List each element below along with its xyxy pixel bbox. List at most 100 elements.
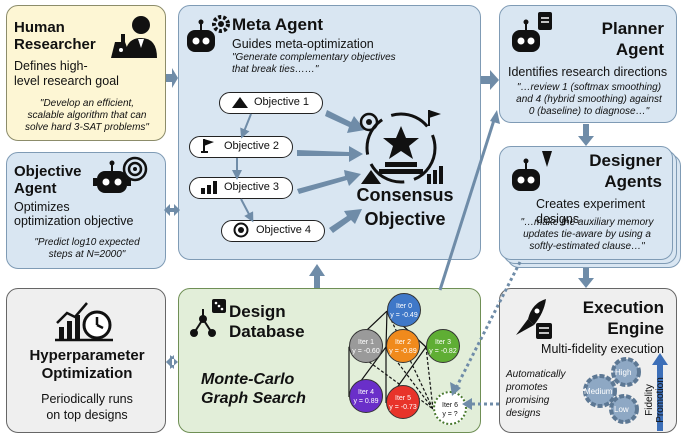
- consensus-line1: Consensus: [356, 185, 454, 205]
- graph-node-value: y = 0.89: [353, 398, 379, 405]
- meta-agent-box: Meta Agent Guides meta-optimization "Gen…: [178, 5, 481, 260]
- human-quote-line2: scalable algorithm that can: [27, 110, 147, 121]
- planner-quote-line1: "…review 1 (softmax smoothing): [516, 82, 662, 93]
- execution-note-line1: Automatically: [506, 369, 566, 380]
- graph-node-5: Iter 5 y = -0.73: [386, 385, 420, 419]
- graph-node-value: y = -0.82: [429, 348, 457, 355]
- human-quote-line1: "Develop an efficient,: [39, 98, 135, 109]
- rocket-server-icon: [516, 299, 552, 339]
- designer-desc: Creates experiment designs: [536, 197, 646, 226]
- objective-agent-title-line1: Objective: [14, 163, 82, 180]
- objective-agent-desc-line2: optimization objective: [14, 214, 134, 228]
- graph-node-name: Iter 3: [435, 339, 451, 346]
- objective-pill-3: Objective 3: [189, 177, 293, 199]
- objective-agent-quote-line1: "Predict log10 expected: [34, 237, 140, 248]
- designer-quote-line2: updates tie-aware by using a: [523, 229, 651, 240]
- consensus-icon: [359, 110, 443, 184]
- graph-node-value: y = -0.49: [390, 312, 418, 319]
- designer-quote-line1: "…make the auxiliary memory: [520, 217, 654, 228]
- flag-icon: [201, 139, 214, 153]
- scientist-icon: [111, 16, 157, 58]
- planner-quote-line3: 0 (baseline) to diagnose…": [528, 106, 650, 117]
- fidelity-axis-label: Fidelity Promotion: [644, 365, 666, 435]
- designer-title-line1: Designer: [589, 151, 662, 170]
- fidelity-arrow: [652, 353, 668, 431]
- chart-clock-icon: [55, 302, 113, 342]
- robot-pen-icon: [512, 151, 552, 191]
- planner-quote-line2: and 4 (hybrid smoothing) against: [516, 94, 662, 105]
- execution-note-line4: designs: [506, 408, 541, 419]
- graph-node-value: y = ?: [442, 411, 458, 418]
- gear-label-high: High: [615, 368, 632, 377]
- execution-note-line2: promotes: [506, 382, 548, 393]
- graph-node-2: Iter 2 y = -0.89: [386, 329, 420, 363]
- designer-agents-box: Designer Agents Creates experiment desig…: [499, 146, 673, 260]
- objective-pill-1: Objective 1: [219, 92, 323, 114]
- objective-agent-title-line2: Agent: [14, 180, 57, 197]
- graph-node-name: Iter 6: [442, 402, 458, 409]
- gear-label-medium: Medium: [584, 387, 613, 396]
- objective-label-1: Objective 1: [254, 96, 310, 108]
- human-quote-line3: solve hard 3-SAT problems": [25, 122, 149, 133]
- meta-quote-line2: that break ties……": [232, 64, 319, 75]
- execution-engine-box: Execution Engine Multi-fidelity executio…: [499, 288, 677, 433]
- design-db-title-line2: Database: [229, 322, 305, 341]
- meta-desc: Guides meta-optimization: [232, 37, 374, 51]
- graph-node-6: Iter 6 y = ?: [433, 391, 467, 425]
- fidelity-axis-line2: Promotion: [655, 377, 666, 423]
- objective-agent-desc-line1: Optimizes: [14, 200, 70, 214]
- graph-node-name: Iter 1: [358, 339, 374, 346]
- planner-title-line1: Planner: [601, 19, 664, 38]
- robot-gear-icon: [187, 15, 230, 52]
- hyper-title-line2: Optimization: [41, 365, 133, 382]
- hyper-title-line1: Hyperparameter: [29, 347, 145, 364]
- graph-node-value: y = -0.60: [352, 348, 380, 355]
- mcgs-line2: Graph Search: [201, 390, 306, 407]
- design-db-title-line1: Design: [229, 302, 286, 321]
- planner-title-line2: Agent: [615, 40, 664, 59]
- graph-node-name: Iter 5: [395, 395, 411, 402]
- consensus-line2: Objective: [364, 209, 446, 229]
- hyperparameter-box: Hyperparameter Optimization Periodically…: [6, 288, 166, 433]
- target-icon: [233, 222, 249, 238]
- execution-note-line3: promising: [506, 395, 550, 406]
- mcgs-line1: Monte-Carlo: [201, 371, 295, 388]
- objective-agent-box: Objective Agent Optimizes optimization o…: [6, 152, 166, 269]
- graph-node-3: Iter 3 y = -0.82: [426, 329, 460, 363]
- fidelity-gears: [583, 357, 641, 424]
- fidelity-axis-line1: Fidelity: [644, 384, 655, 416]
- human-desc-line1: Defines high-: [14, 59, 88, 73]
- robot-clipboard-icon: [512, 12, 552, 52]
- human-researcher-box: Human Researcher Defines high- level res…: [6, 5, 166, 141]
- graph-node-value: y = -0.73: [389, 404, 417, 411]
- human-title-line2: Researcher: [14, 36, 96, 53]
- execution-desc: Multi-fidelity execution: [541, 342, 664, 356]
- hyper-desc-line1: Periodically runs: [41, 392, 133, 406]
- mountain-icon: [232, 97, 248, 108]
- designer-title-line2: Agents: [604, 172, 662, 191]
- objective-agent-quote-line2: steps at N=2000": [48, 249, 126, 260]
- bar-chart-icon: [201, 181, 217, 194]
- execution-title-line2: Engine: [607, 319, 664, 338]
- graph-node-1: Iter 1 y = -0.60: [349, 329, 383, 363]
- designer-quote-line3: softly-estimated clause…": [529, 241, 645, 252]
- network-dice-icon: [190, 299, 226, 337]
- design-database-box: Design Database Monte-Carlo Graph Search…: [178, 288, 481, 433]
- human-desc-line2: level research goal: [14, 74, 119, 88]
- objective-connectors: [232, 110, 365, 233]
- human-title-line1: Human: [14, 19, 65, 36]
- hyper-desc-line2: on top designs: [46, 408, 128, 422]
- graph-node-name: Iter 2: [395, 339, 411, 346]
- objective-label-2: Objective 2: [224, 140, 280, 152]
- meta-quote-line1: "Generate complementary objectives: [232, 52, 396, 63]
- objective-label-3: Objective 3: [224, 181, 280, 193]
- objective-label-4: Objective 4: [256, 224, 312, 236]
- graph-node-value: y = -0.89: [389, 348, 417, 355]
- gear-label-low: Low: [614, 405, 629, 414]
- planner-desc: Identifies research directions: [508, 65, 668, 79]
- robot-target-icon: [93, 156, 148, 193]
- planner-agent-box: Planner Agent Identifies research direct…: [499, 5, 677, 123]
- meta-title: Meta Agent: [232, 15, 323, 34]
